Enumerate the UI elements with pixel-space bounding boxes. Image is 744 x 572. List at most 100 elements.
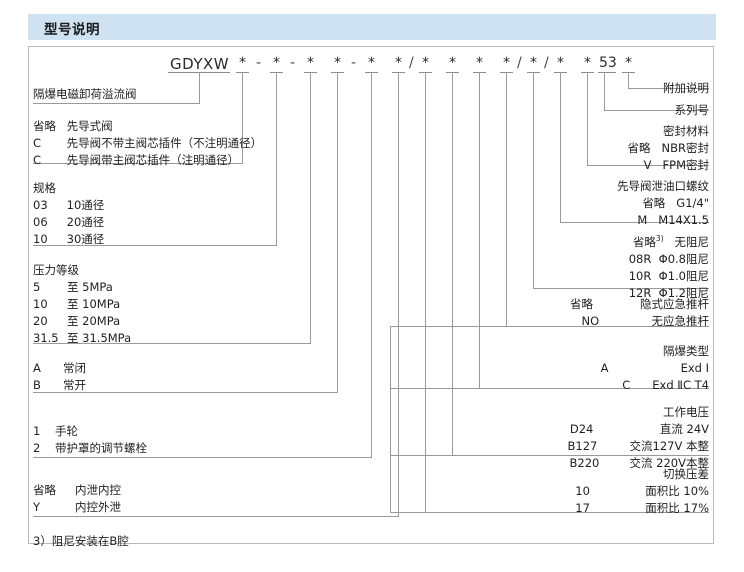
- block-pilot-type: 省略 先导式阀 C 先导阀不带主阀芯插件（不注明通径） C 先导阀带主阀芯插件（…: [33, 118, 262, 169]
- block-line: 10 面积比 10%: [469, 483, 709, 500]
- block-code: 03: [33, 198, 48, 212]
- block-code: NO: [581, 314, 600, 328]
- block-desc: 内控外泄: [75, 500, 121, 514]
- block-line: 系列号: [674, 103, 710, 117]
- block-desc: NBR密封: [661, 141, 709, 155]
- section-header-band: [28, 14, 716, 40]
- block-line: B 常开: [33, 377, 86, 394]
- block-line: 10R Φ1.0阻尼: [469, 268, 709, 285]
- block-line: A Exd Ⅰ: [469, 360, 709, 377]
- block-line: 密封材料: [663, 124, 709, 138]
- block-desc: 先导阀带主阀芯插件（注明通径）: [66, 153, 240, 167]
- block-code: 省略: [33, 483, 56, 497]
- block-desc: Φ1.2阻尼: [658, 285, 709, 300]
- block-code: 1: [33, 424, 41, 438]
- block-desc: 30通径: [66, 232, 105, 246]
- block-code: 12R: [628, 285, 652, 300]
- block-desc: FPM密封: [662, 158, 709, 172]
- block-line: 省略 先导式阀: [33, 118, 262, 135]
- block-desc: 至 31.5MPa: [67, 331, 132, 345]
- block-code: 省略: [33, 119, 56, 133]
- block-code: 省略: [642, 196, 666, 210]
- block-line: 附加说明: [663, 81, 709, 95]
- block-line: V FPM密封: [469, 157, 709, 174]
- block-desc: 内泄内控: [75, 483, 121, 497]
- block-line: 省略 G1/4": [469, 195, 709, 212]
- block-line: B127 交流127V 本整: [449, 438, 709, 455]
- block-code: 08R: [628, 251, 652, 266]
- block-code: B220: [569, 456, 600, 470]
- block-code: A: [600, 361, 609, 375]
- block-code: 2: [33, 441, 41, 455]
- block-line: C 先导阀带主阀芯插件（注明通径）: [33, 152, 262, 169]
- block-code: B: [33, 378, 41, 392]
- block-desc: 无应急推杆: [651, 314, 710, 328]
- block-code: C: [622, 378, 631, 392]
- block-sup: 3): [655, 234, 664, 243]
- block-line: 工作电压: [663, 405, 709, 419]
- block-line: NO 无应急推杆: [449, 313, 710, 330]
- block-line: 先导阀泄油口螺纹: [617, 179, 709, 193]
- block-desc: M14X1.5: [658, 213, 709, 227]
- block-series-number: 系列号: [509, 102, 710, 119]
- block-desc: 交流127V 本整: [629, 439, 709, 453]
- block-desc: Φ0.8阻尼: [658, 251, 709, 266]
- block-code: 10: [575, 484, 590, 498]
- block-desc: 无阻尼: [674, 234, 710, 249]
- block-line: C 先导阀不带主阀芯插件（不注明通径）: [33, 135, 262, 152]
- block-code: B127: [567, 439, 598, 453]
- block-line: B220 交流 220V本整: [449, 455, 709, 472]
- block-line: 隔爆电磁卸荷溢流阀: [33, 87, 137, 101]
- block-desc: 常闭: [63, 361, 86, 375]
- block-line: 12R Φ1.2阻尼: [469, 285, 709, 302]
- block-code: 10R: [628, 268, 652, 283]
- block-line: 切换压差: [663, 467, 709, 481]
- block-desc: 先导式阀: [66, 119, 113, 133]
- block-desc: Φ1.0阻尼: [658, 268, 709, 283]
- block-desc: 交流 220V本整: [629, 456, 709, 470]
- block-desc: 常开: [63, 378, 86, 392]
- block-code: 省略: [570, 297, 593, 311]
- block-code: A: [33, 361, 41, 375]
- block-emergency-push-rod: 省略 隐式应急推杆 NO 无应急推杆: [449, 296, 709, 330]
- block-product-name: 隔爆电磁卸荷溢流阀: [33, 86, 137, 103]
- block-line: Y 内控外泄: [33, 499, 121, 516]
- block-code: C: [33, 153, 42, 167]
- block-code: 10: [33, 232, 48, 246]
- block-code: M: [637, 213, 648, 227]
- block-line: 省略 隐式应急推杆: [449, 296, 709, 313]
- block-desc: 先导阀不带主阀芯插件（不注明通径）: [66, 136, 263, 150]
- block-additional-note: 附加说明: [509, 80, 709, 97]
- block-desc: 10通径: [66, 198, 105, 212]
- block-line: 03 10通径: [33, 197, 104, 214]
- block-seal-material: 密封材料 省略 NBR密封 V FPM密封: [469, 123, 709, 174]
- block-desc: 20通径: [66, 215, 105, 229]
- block-pilot-drain-thread: 先导阀泄油口螺纹 省略 G1/4" M M14X1.5: [469, 178, 709, 229]
- block-code: 5: [33, 280, 41, 294]
- block-line: 08R Φ0.8阻尼: [469, 251, 709, 268]
- block-line: 省略 NBR密封: [469, 140, 709, 157]
- block-desc: Exd Ⅰ: [680, 361, 709, 375]
- diagram-frame: [28, 46, 714, 544]
- block-code: Y: [33, 500, 41, 514]
- block-desc: 面积比 10%: [645, 484, 709, 498]
- block-code: 06: [33, 215, 48, 229]
- block-line: M M14X1.5: [469, 212, 709, 229]
- block-desc: 至 20MPa: [67, 314, 121, 328]
- block-desc: 隐式应急推杆: [640, 297, 709, 311]
- block-code: D24: [569, 422, 594, 436]
- block-line: 压力等级: [33, 263, 79, 277]
- block-desc: 手轮: [55, 424, 78, 438]
